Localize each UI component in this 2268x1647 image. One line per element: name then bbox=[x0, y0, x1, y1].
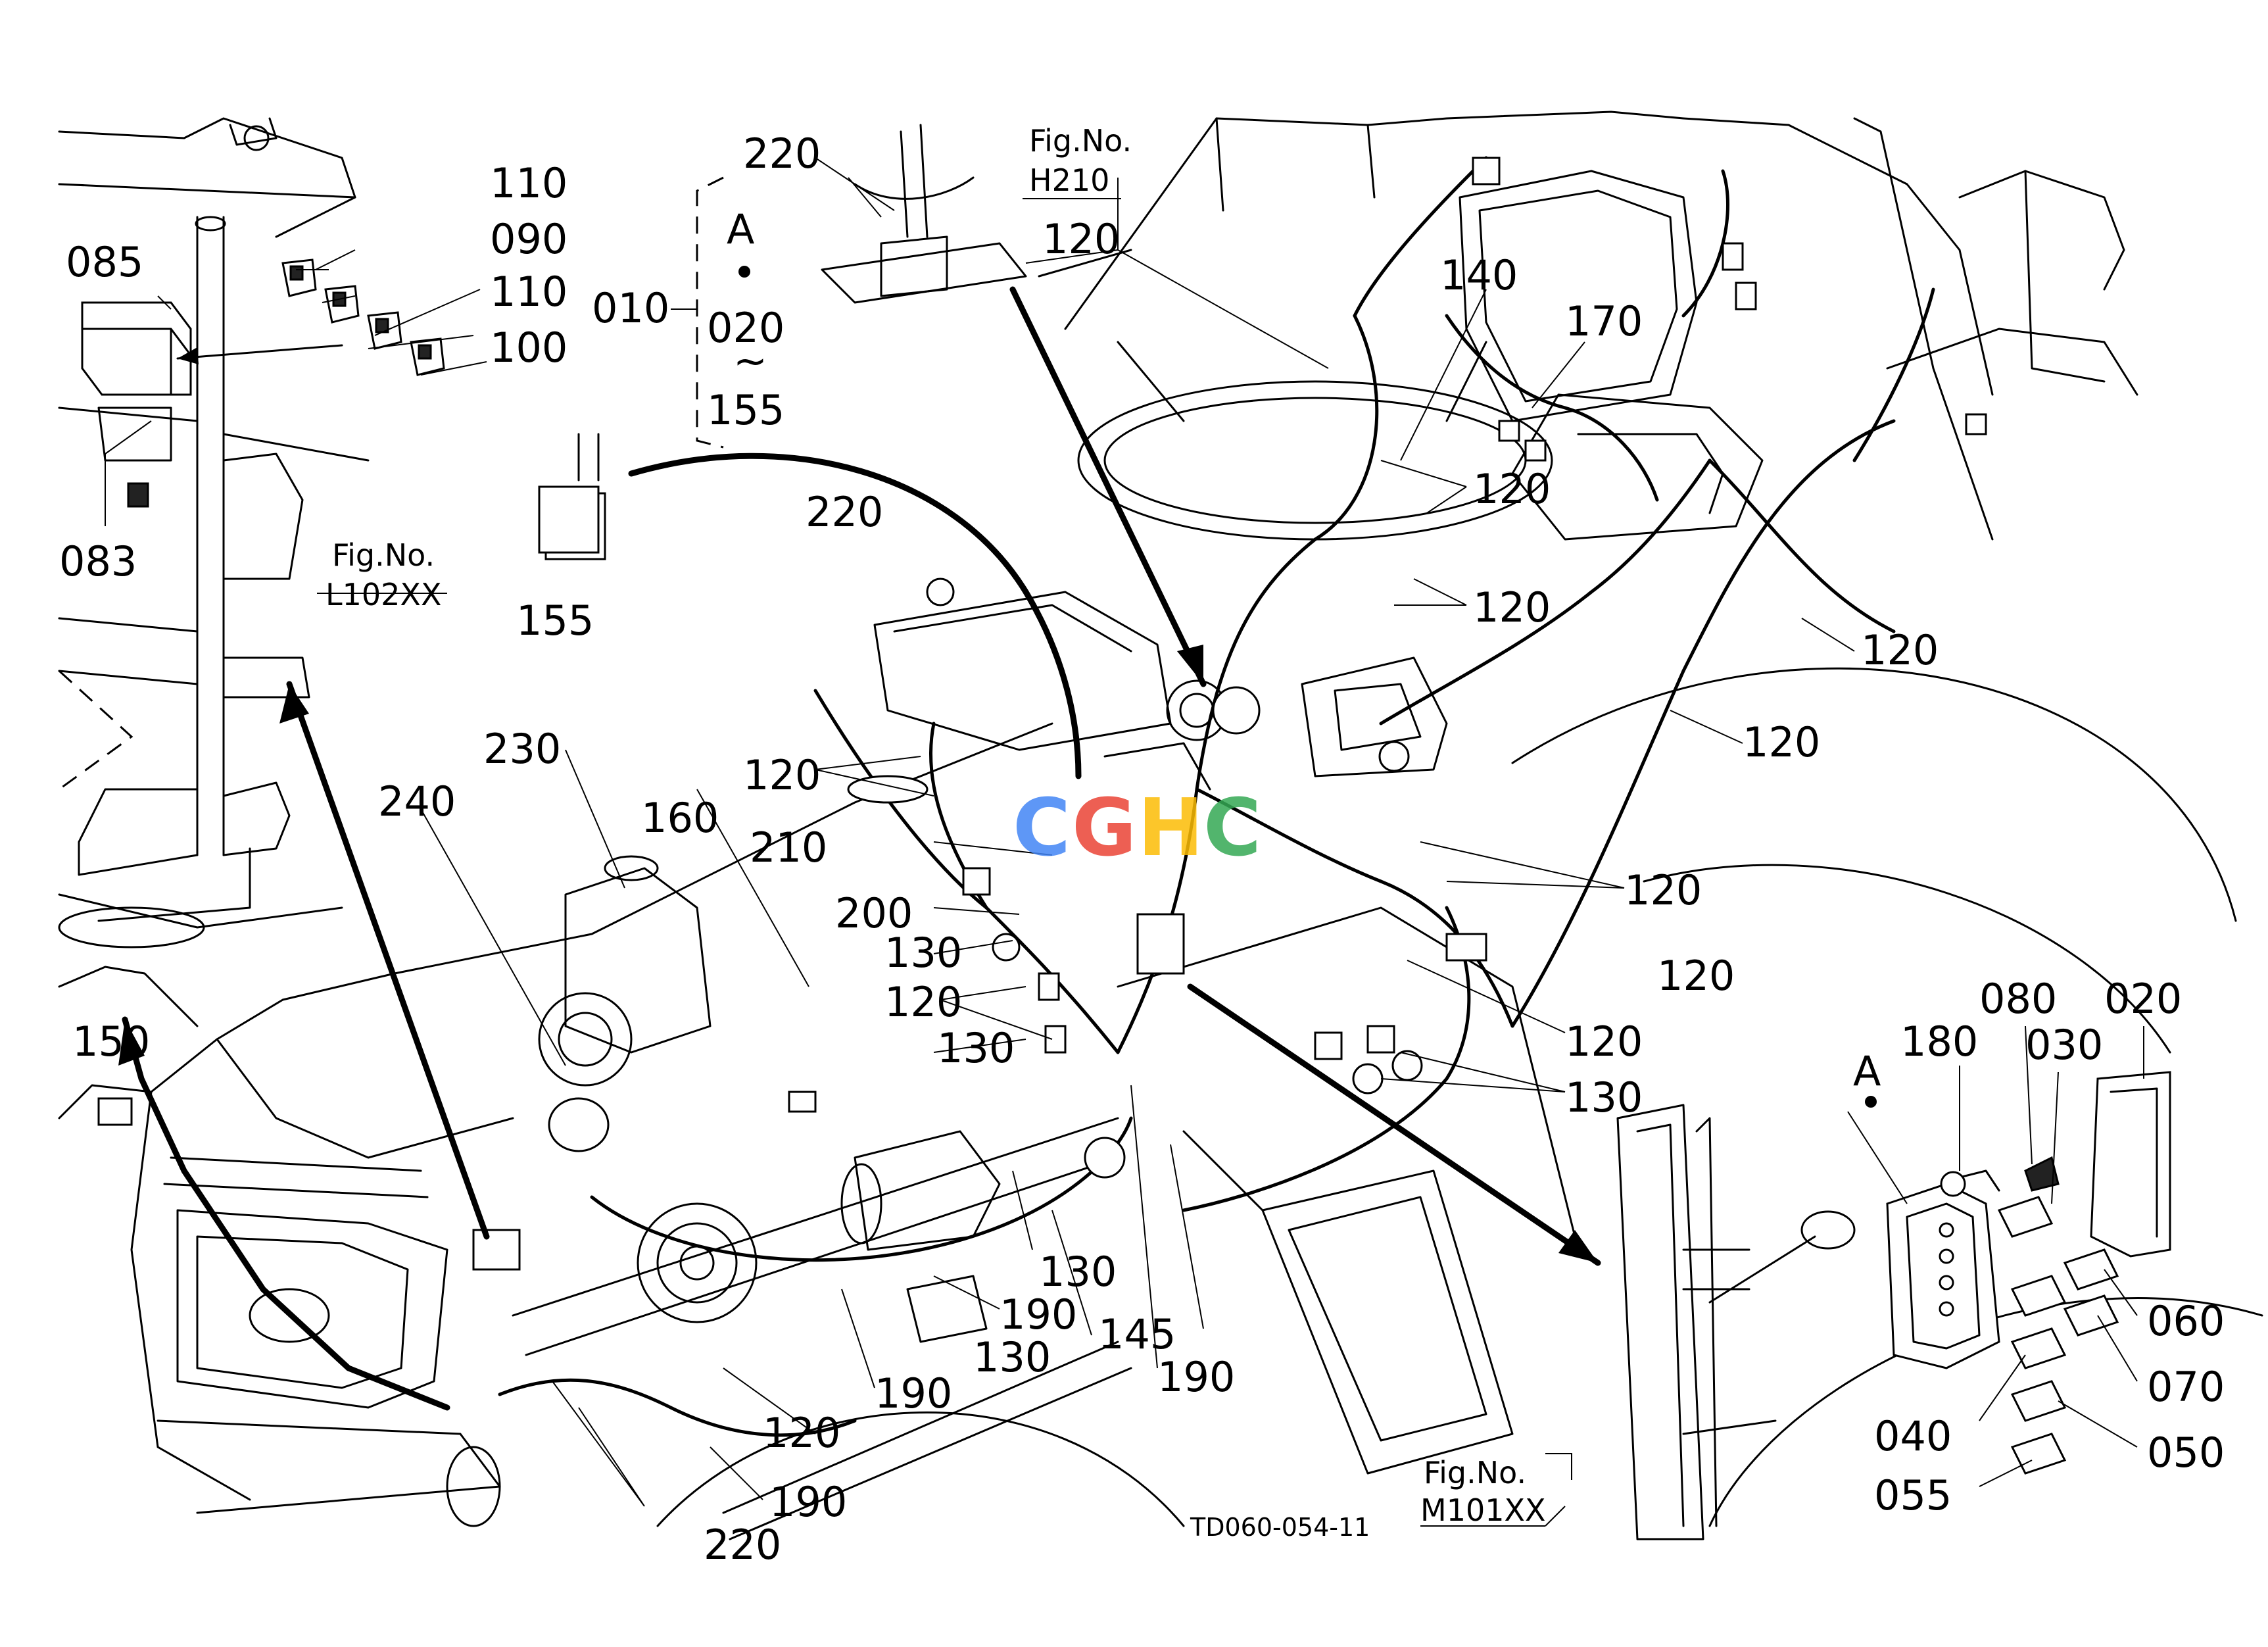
fig-ref-underlines bbox=[317, 198, 1572, 1527]
callout-120: 120 bbox=[1042, 215, 1120, 263]
callout-083: 083 bbox=[59, 537, 137, 585]
detail-a-dot-main bbox=[738, 266, 750, 278]
figure-code: TD060-054-11 bbox=[1190, 1513, 1370, 1542]
callout-130: 130 bbox=[973, 1333, 1051, 1381]
callout-110: 110 bbox=[490, 268, 567, 316]
cable-bracket-h210 bbox=[821, 124, 1132, 304]
frame-bracket-drawing bbox=[58, 117, 370, 948]
callout-155: 155 bbox=[516, 597, 594, 645]
connector-155 bbox=[538, 433, 600, 554]
callout-080: 080 bbox=[1979, 975, 2057, 1023]
callout-210: 210 bbox=[750, 823, 827, 872]
fig-ref-h210-line1: Fig.No. bbox=[1029, 123, 1132, 159]
callout-120: 120 bbox=[763, 1409, 840, 1457]
fig-ref-l102-line2: L102XX bbox=[326, 577, 441, 612]
callout-130: 130 bbox=[937, 1024, 1015, 1072]
callout-220: 220 bbox=[704, 1521, 781, 1569]
callout-120: 120 bbox=[1473, 465, 1551, 513]
callout-055: 055 bbox=[1874, 1471, 1952, 1519]
callout-100: 100 bbox=[490, 324, 567, 372]
callout-020: 020 bbox=[2104, 975, 2182, 1023]
callout-120: 120 bbox=[1861, 626, 1939, 674]
group-label-010: 010 bbox=[592, 284, 669, 332]
reference-arrows bbox=[118, 286, 1601, 1411]
engine-hood-drawing bbox=[58, 667, 2263, 1540]
callout-120: 120 bbox=[1565, 1018, 1643, 1066]
detail-marker-a-main: A bbox=[727, 205, 754, 253]
callout-220: 220 bbox=[806, 488, 883, 536]
callout-060: 060 bbox=[2147, 1297, 2225, 1345]
callout-050: 050 bbox=[2147, 1429, 2225, 1477]
callout-220: 220 bbox=[743, 130, 821, 178]
watermark-logo: C G H C bbox=[1013, 783, 1261, 874]
watermark-letter: C bbox=[1013, 783, 1071, 874]
callout-120: 120 bbox=[1743, 718, 1820, 766]
callout-160: 160 bbox=[641, 794, 719, 842]
watermark-letter: C bbox=[1203, 783, 1261, 874]
fig-ref-m101-line1: Fig.No. bbox=[1424, 1455, 1526, 1490]
cabin-frame-drawing bbox=[873, 111, 2138, 791]
callout-085: 085 bbox=[66, 238, 143, 286]
leader-lines bbox=[105, 157, 2144, 1507]
callout-230: 230 bbox=[483, 725, 561, 773]
callout-120: 120 bbox=[1624, 866, 1702, 914]
group-bracket-010 bbox=[696, 176, 724, 449]
range-tilde: ~ bbox=[733, 337, 767, 385]
callout-120: 120 bbox=[1473, 583, 1551, 631]
fig-ref-h210-line2: H210 bbox=[1029, 162, 1109, 198]
callout-190: 190 bbox=[875, 1369, 952, 1417]
callout-190: 190 bbox=[1000, 1291, 1077, 1339]
callout-170: 170 bbox=[1565, 297, 1643, 345]
fig-ref-m101-line2: M101XX bbox=[1420, 1492, 1546, 1528]
callout-200: 200 bbox=[835, 889, 913, 937]
callout-070: 070 bbox=[2147, 1363, 2225, 1411]
callout-240: 240 bbox=[378, 777, 456, 825]
relay-set bbox=[176, 258, 445, 376]
callout-030: 030 bbox=[2025, 1021, 2103, 1069]
callout-090: 090 bbox=[490, 215, 567, 263]
callout-130: 130 bbox=[1039, 1248, 1117, 1296]
callout-130: 130 bbox=[884, 929, 962, 977]
callout-120: 120 bbox=[884, 978, 962, 1026]
fig-ref-l102-line1: Fig.No. bbox=[332, 537, 435, 573]
range-top: 020 bbox=[707, 304, 784, 352]
callout-180: 180 bbox=[1900, 1018, 1978, 1066]
watermark-letter: G bbox=[1072, 783, 1137, 874]
detail-a-dot-inset bbox=[1865, 1096, 1877, 1108]
callout-145: 145 bbox=[1098, 1310, 1176, 1358]
harness-wires bbox=[498, 156, 1935, 1437]
callout-130: 130 bbox=[1565, 1073, 1643, 1121]
callout-150: 150 bbox=[72, 1018, 150, 1066]
callout-040: 040 bbox=[1874, 1412, 1952, 1460]
callout-120: 120 bbox=[1657, 952, 1735, 1000]
watermark-letter: H bbox=[1138, 783, 1203, 874]
detail-a-fuse-block bbox=[1616, 1071, 2171, 1540]
callout-labels: 110 090 110 100 085 083 220 120 140 170 … bbox=[59, 123, 2225, 1569]
callout-190: 190 bbox=[1157, 1353, 1235, 1401]
fuse-box-085 bbox=[81, 301, 192, 508]
callout-110: 110 bbox=[490, 159, 567, 207]
callout-120: 120 bbox=[743, 751, 821, 799]
range-bottom: 155 bbox=[707, 386, 784, 434]
detail-marker-a-inset: A bbox=[1853, 1047, 1881, 1095]
callout-140: 140 bbox=[1440, 251, 1518, 299]
callout-190: 190 bbox=[769, 1478, 847, 1526]
